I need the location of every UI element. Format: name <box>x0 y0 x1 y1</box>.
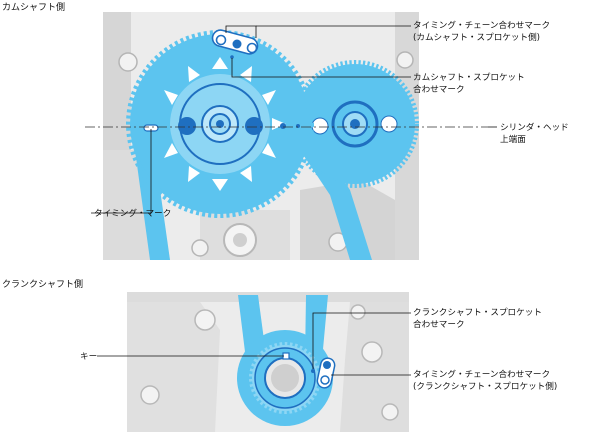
crank-engine-top-edge <box>127 292 409 302</box>
intake-cam-center <box>216 120 224 128</box>
exhaust-gear-hole-left <box>311 117 329 135</box>
label-timing-chain-mark-cam-2: (カムシャフト・スプロケット側) <box>413 31 540 43</box>
crank-bolt-right <box>361 341 383 363</box>
leader-crank-sprocket-mark <box>312 312 411 369</box>
label-timing-chain-mark-crank-2: (クランクシャフト・スプロケット側) <box>413 380 557 392</box>
sprocket-cutouts <box>164 57 286 191</box>
boss-lower-center-hole <box>233 233 247 247</box>
label-cylinder-head-1: シリンダ・ヘッド <box>500 121 569 133</box>
intake-hub-hole-left <box>178 117 196 135</box>
exhaust-gear-hole-right <box>380 115 398 133</box>
section-title-crankshaft: クランクシャフト側 <box>2 278 83 290</box>
exhaust-cam-gear-hub-ring <box>331 100 379 148</box>
label-cam-sprocket-mark-1: カムシャフト・スプロケット <box>413 72 525 83</box>
label-crank-sprocket-mark-2: 合わせマーク <box>413 318 465 330</box>
intake-hub-hole-right <box>245 117 263 135</box>
section-title-camshaft: カムシャフト側 <box>2 1 65 13</box>
crank-bolt-lower-right <box>381 403 399 421</box>
leader-timing-mark <box>91 129 152 214</box>
leader-chain-mark-cam-bracket <box>225 25 257 38</box>
label-cam-sprocket-mark-2: 合わせマーク <box>413 83 465 95</box>
crank-bolt-lower-left <box>140 385 160 405</box>
chain-mark-links-crank <box>316 357 336 389</box>
crank-bolt-upper-left <box>194 309 216 331</box>
timing-chain-left-strand <box>135 150 170 260</box>
crank-bolt-top-right <box>350 304 366 320</box>
label-timing-chain-mark-crank-1: タイミング・チェーン合わせマーク <box>413 368 550 380</box>
crankshaft-illustration <box>127 292 409 432</box>
intake-small-dot <box>280 123 286 129</box>
bolt-lower-left <box>191 239 209 257</box>
label-crank-sprocket-mark-1: クランクシャフト・スプロケット <box>413 307 542 318</box>
crank-engine-right-casting <box>340 302 409 432</box>
camshaft-illustration <box>103 12 419 260</box>
crank-sprocket-mark-dot <box>311 369 315 373</box>
leader-cam-sprocket-mark <box>231 58 411 78</box>
crankshaft-nose-center <box>271 364 299 392</box>
label-cylinder-head-2: 上端面 <box>500 133 526 145</box>
label-timing-mark: タイミング・マーク <box>94 207 171 219</box>
cam-sprocket-mark-dot <box>230 55 234 59</box>
bolt-upper-left <box>118 52 138 72</box>
bolt-upper-right <box>396 51 414 69</box>
label-timing-chain-mark-cam-1: タイミング・チェーン合わせマーク <box>413 19 550 31</box>
chain-mark-links-cam <box>211 29 259 55</box>
exhaust-cam-gear-center <box>350 119 360 129</box>
label-key: キー <box>80 352 97 362</box>
